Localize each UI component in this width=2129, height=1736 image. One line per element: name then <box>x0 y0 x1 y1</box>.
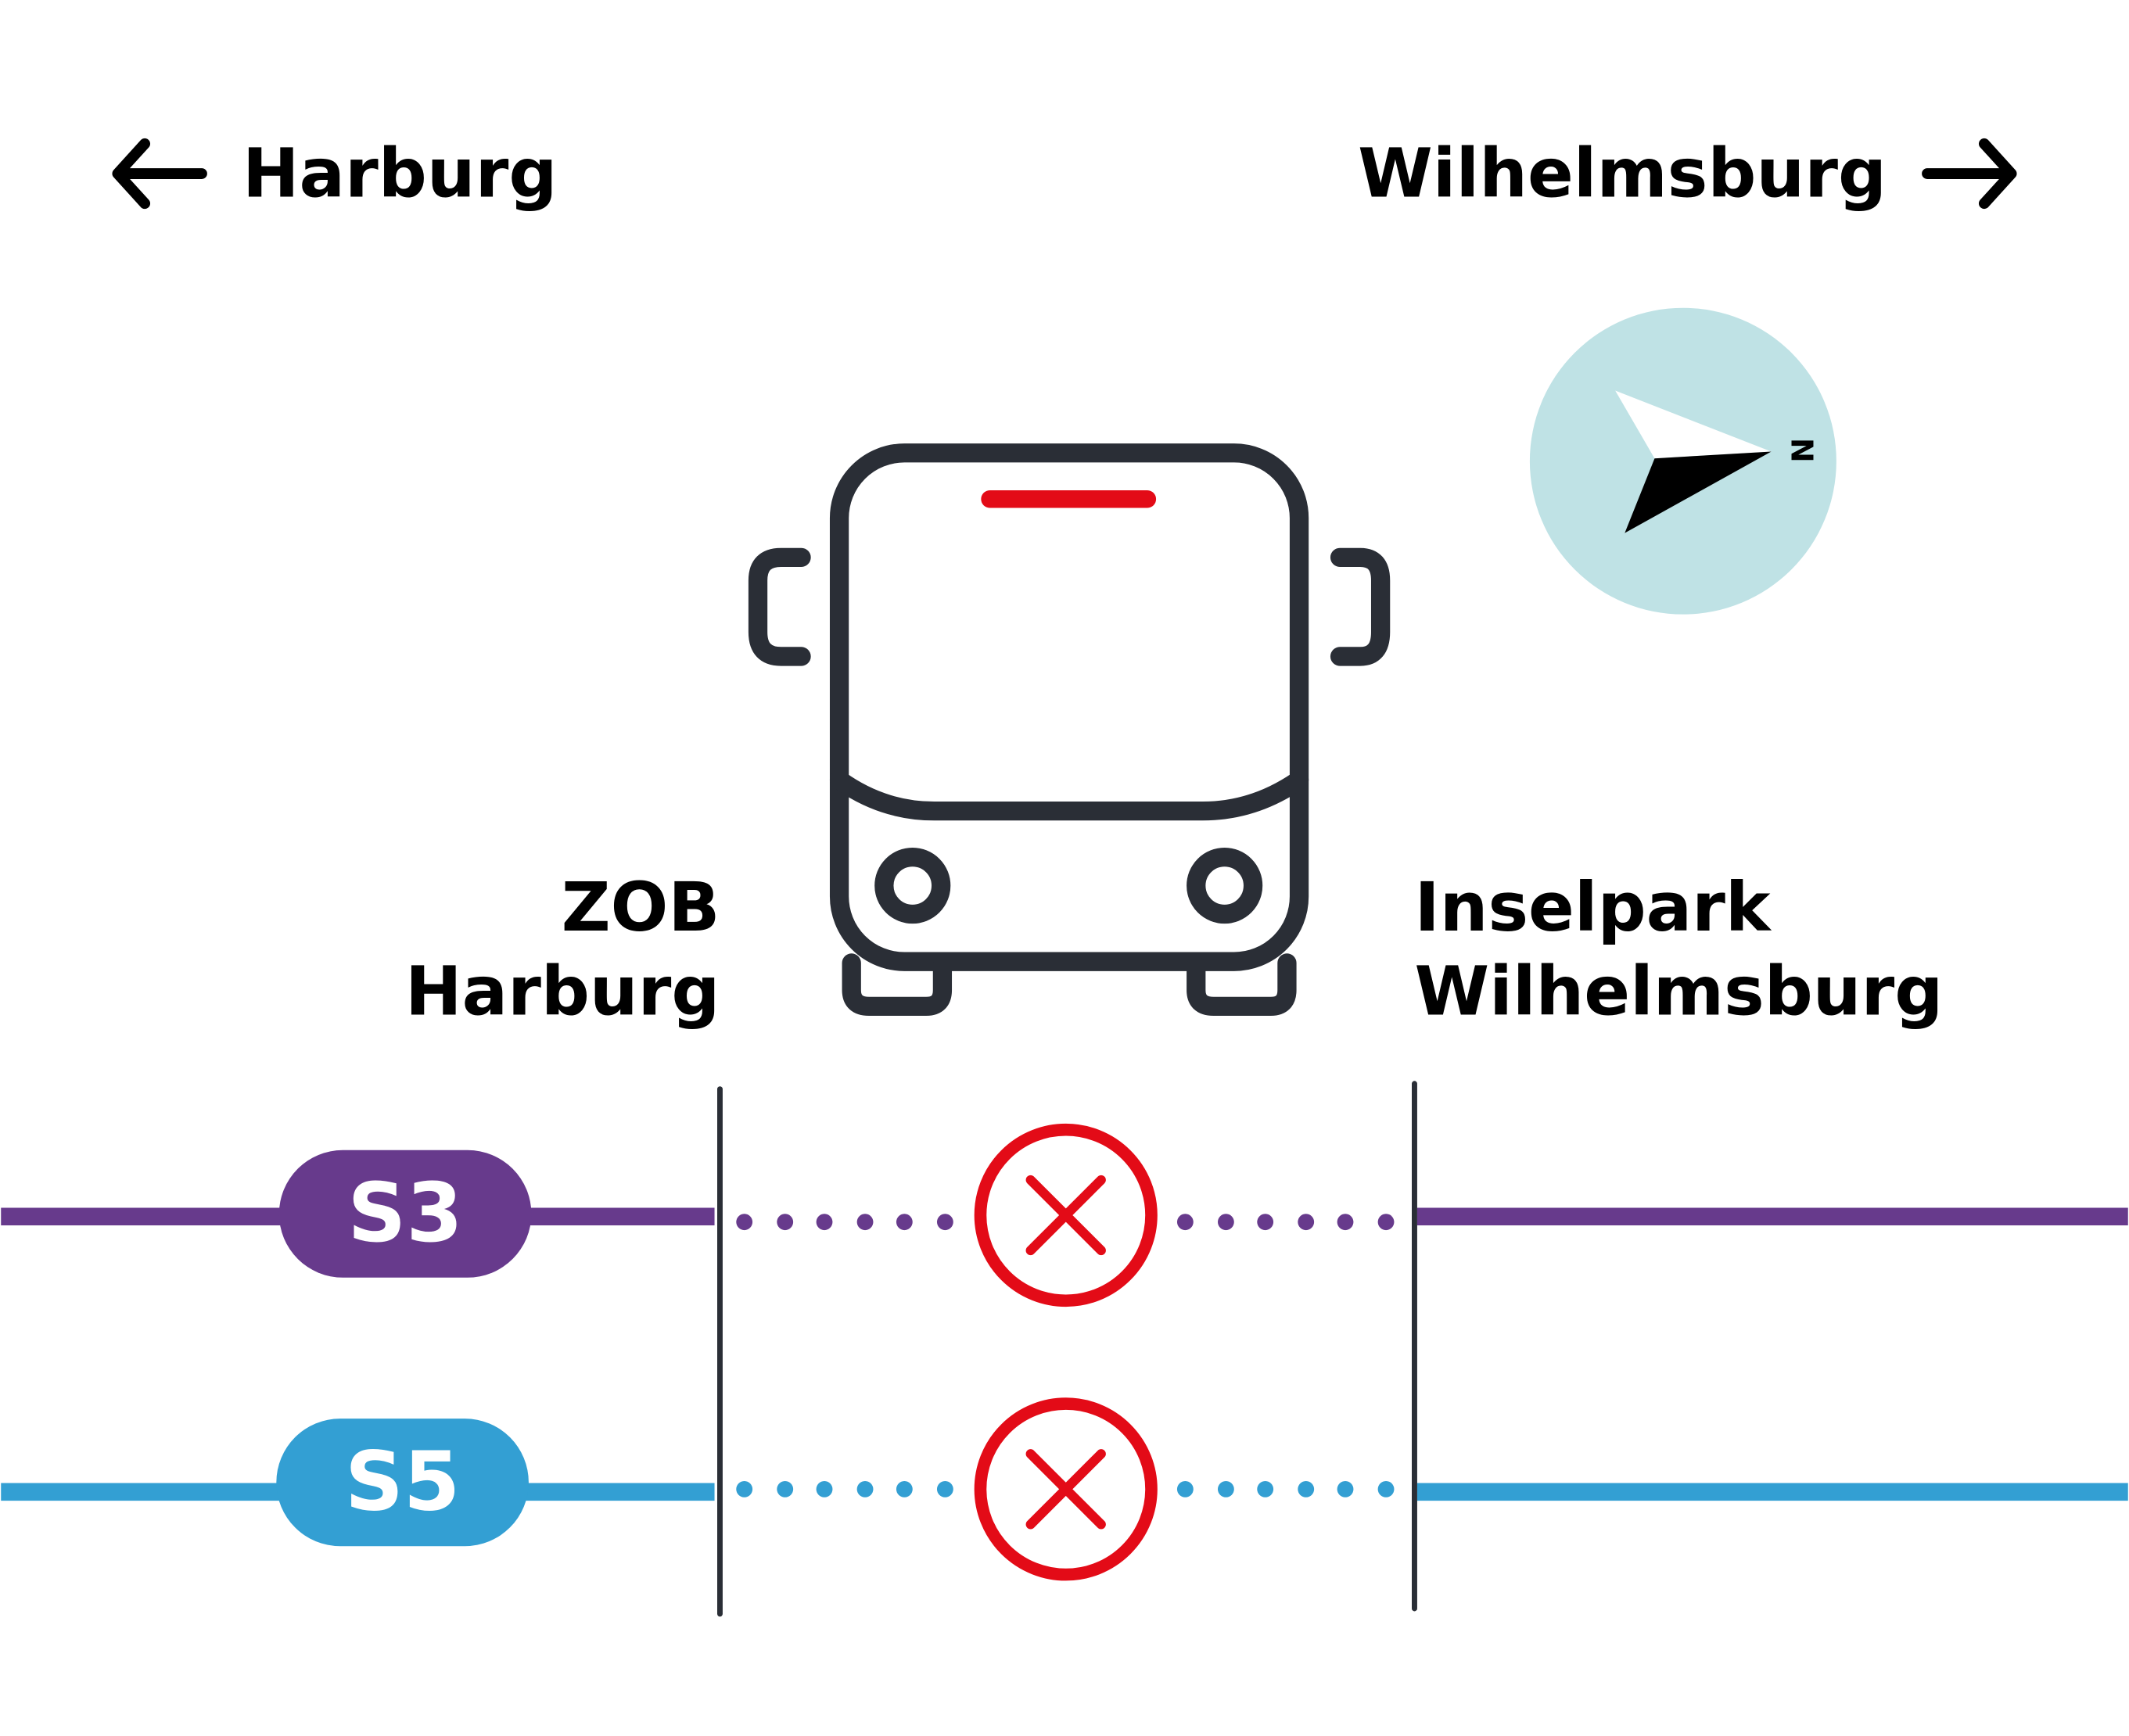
compass-needle-white <box>1615 390 1772 459</box>
arrow-right-icon <box>1922 138 2017 210</box>
station-right: Inselpark Wilhelmsburg <box>1414 869 1943 1031</box>
arrow-left-icon <box>112 138 207 210</box>
station-right-line1: Inselpark <box>1414 869 1772 947</box>
interrupted-dots <box>736 1214 1395 1231</box>
line-s3: S3 <box>1 1123 2128 1307</box>
direction-right: Wilhelmsburg <box>1358 135 2017 213</box>
cancelled-icon <box>974 1123 1158 1307</box>
compass-needle-black <box>1625 451 1772 533</box>
station-left: ZOB Harburg <box>405 869 720 1031</box>
direction-right-label: Wilhelmsburg <box>1358 135 1887 213</box>
cancelled-icon <box>974 1397 1158 1581</box>
direction-left: Harburg <box>112 135 557 213</box>
line-s5: S5 <box>1 1397 2128 1581</box>
station-right-line2: Wilhelmsburg <box>1414 952 1943 1031</box>
station-left-line2: Harburg <box>405 952 720 1031</box>
s5-badge-label: S5 <box>345 1433 460 1529</box>
direction-left-label: Harburg <box>242 135 557 213</box>
interrupted-dots <box>736 1480 1395 1497</box>
compass: N <box>1529 307 1836 615</box>
s3-badge <box>278 1150 532 1278</box>
s3-badge-label: S3 <box>347 1165 462 1261</box>
bus-icon <box>748 443 1391 1017</box>
s5-badge <box>276 1419 529 1547</box>
compass-north-label: N <box>1785 438 1819 463</box>
station-left-line1: ZOB <box>562 869 720 947</box>
